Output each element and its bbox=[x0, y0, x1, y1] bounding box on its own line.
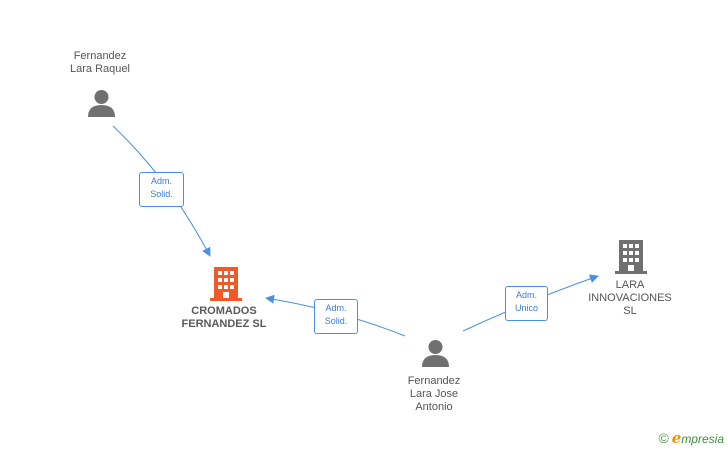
edge-label-jose-cromados[interactable]: Adm. Solid. bbox=[314, 299, 358, 334]
person-name-line: Fernandez bbox=[407, 375, 461, 387]
person-name-line: Lara Raquel bbox=[70, 63, 130, 75]
building-icon[interactable] bbox=[210, 265, 242, 301]
company-name-line: LARA bbox=[615, 279, 645, 291]
company-label-lara[interactable]: LARA INNOVACIONES SL bbox=[575, 279, 685, 318]
building-icon[interactable] bbox=[615, 238, 647, 274]
brand-watermark: © empresia bbox=[658, 429, 724, 447]
edge-role-line: Adm. bbox=[515, 290, 537, 300]
edge-role-line: Adm. bbox=[325, 303, 347, 313]
company-name-line: INNOVACIONES bbox=[588, 292, 672, 304]
edge-role-line: Adm. bbox=[150, 176, 172, 186]
copyright-icon: © bbox=[658, 430, 669, 446]
edge-role-line: Solid. bbox=[324, 316, 348, 326]
brand-name: mpresia bbox=[681, 432, 724, 446]
edge-label-raquel-cromados[interactable]: Adm. Solid. bbox=[139, 172, 184, 207]
person-label-raquel[interactable]: Fernandez Lara Raquel bbox=[50, 50, 150, 76]
brand-logo: empresia bbox=[672, 429, 724, 447]
brand-initial: e bbox=[671, 429, 682, 447]
person-icon[interactable] bbox=[87, 88, 116, 118]
person-label-jose[interactable]: Fernandez Lara Jose Antonio bbox=[384, 375, 484, 414]
edge-role-line: Solid. bbox=[150, 189, 173, 199]
company-label-cromados[interactable]: CROMADOS FERNANDEZ SL bbox=[164, 305, 284, 331]
person-name-line: Lara Jose bbox=[409, 388, 459, 400]
person-name-line: Antonio bbox=[415, 401, 453, 413]
edge-role-line: Unico bbox=[514, 303, 538, 313]
company-name-line: CROMADOS bbox=[191, 305, 257, 317]
company-name-line: FERNANDEZ SL bbox=[181, 318, 267, 330]
person-name-line: Fernandez bbox=[73, 50, 127, 62]
edge-label-jose-lara[interactable]: Adm. Unico bbox=[505, 286, 548, 321]
person-icon[interactable] bbox=[421, 338, 450, 368]
company-name-line: SL bbox=[623, 305, 637, 317]
